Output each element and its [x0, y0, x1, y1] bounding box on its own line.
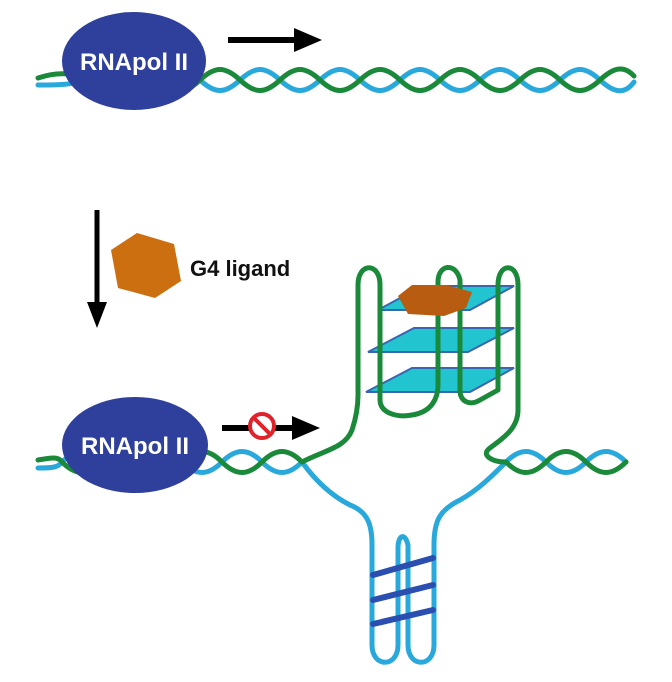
no-entry-icon	[248, 412, 276, 440]
top-rnapol-ellipse	[62, 12, 206, 110]
bound-g4-ligand-icon	[398, 285, 472, 316]
g-quartet-plane-2	[367, 327, 515, 353]
bottom-dna-strand-blue-right	[503, 449, 629, 475]
top-panel: RNApol II	[35, 12, 637, 110]
top-rnapol-label: RNApol II	[80, 49, 188, 76]
top-transcription-arrow	[228, 28, 322, 52]
i-motif-strand	[299, 459, 509, 665]
i-motif-structure	[299, 459, 509, 665]
bottom-panel: RNApol II	[35, 265, 629, 665]
bottom-dna-strand-green-right	[503, 449, 629, 475]
ligand-step: G4 ligand	[87, 210, 290, 328]
g4-ligand-label: G4 ligand	[190, 256, 290, 281]
down-arrow	[87, 210, 107, 328]
bottom-rnapol-ellipse	[62, 397, 208, 493]
g4-ligand-hexagon-icon	[111, 233, 181, 298]
bottom-rnapol-label: RNApol II	[81, 433, 189, 460]
g-quadruplex-strand	[299, 265, 521, 465]
g-quadruplex-structure	[299, 265, 521, 465]
i-motif-base-pairs	[370, 555, 436, 627]
